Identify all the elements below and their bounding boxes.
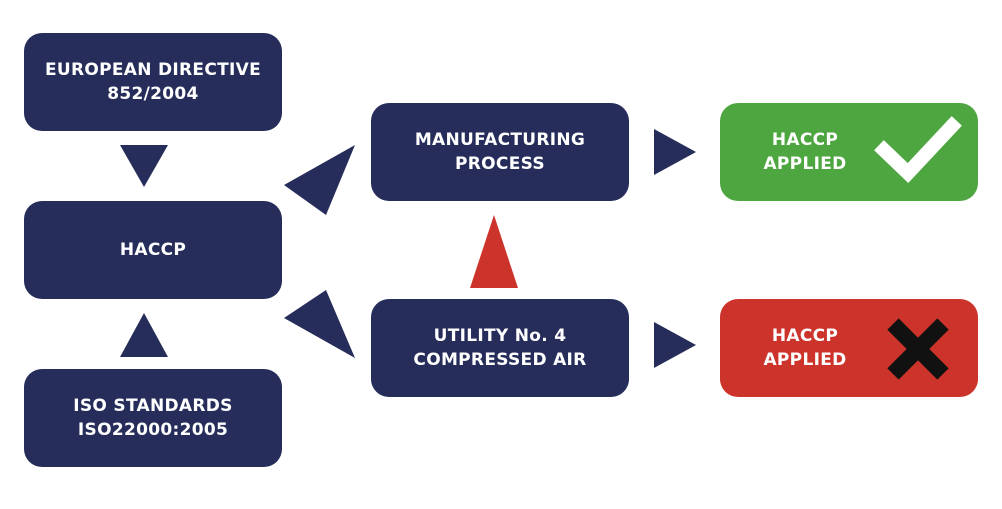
x-cross-icon bbox=[887, 318, 949, 380]
arrow-utility-to-applied bbox=[654, 322, 696, 368]
arrow-down-directive-to-haccp bbox=[120, 145, 168, 187]
manufacturing-process-line1: MANUFACTURING bbox=[414, 130, 586, 150]
arrow-manufacturing-to-haccp bbox=[284, 145, 355, 215]
arrow-manufacturing-to-applied bbox=[654, 129, 696, 175]
haccp-applied-no-line2: APPLIED bbox=[763, 350, 847, 370]
haccp-applied-no-line1: HACCP bbox=[771, 326, 839, 346]
haccp-box: HACCP bbox=[24, 201, 282, 299]
arrow-up-iso-to-haccp bbox=[120, 313, 168, 357]
haccp-label: HACCP bbox=[119, 240, 187, 260]
haccp-applied-yes-line2: APPLIED bbox=[763, 154, 847, 174]
iso-standards-box: ISO STANDARDS ISO22000:2005 bbox=[24, 369, 282, 467]
iso-standards-line2: ISO22000:2005 bbox=[77, 420, 229, 440]
european-directive-line2: 852/2004 bbox=[107, 84, 199, 104]
haccp-applied-yes-line1: HACCP bbox=[771, 130, 839, 150]
manufacturing-process-box: MANUFACTURING PROCESS bbox=[371, 103, 629, 201]
european-directive-line1: EUROPEAN DIRECTIVE bbox=[44, 60, 262, 80]
utility-compressed-air-line2: COMPRESSED AIR bbox=[413, 350, 587, 370]
check-icon bbox=[874, 116, 962, 183]
utility-compressed-air-box: UTILITY No. 4 COMPRESSED AIR bbox=[371, 299, 629, 397]
arrow-utility-to-haccp bbox=[284, 290, 355, 358]
manufacturing-process-line2: PROCESS bbox=[455, 154, 545, 174]
iso-standards-line1: ISO STANDARDS bbox=[73, 396, 233, 416]
european-directive-box: EUROPEAN DIRECTIVE 852/2004 bbox=[24, 33, 282, 131]
utility-compressed-air-line1: UTILITY No. 4 bbox=[433, 326, 567, 346]
arrow-utility-to-manufacturing bbox=[470, 215, 518, 288]
haccp-applied-no-box: HACCP APPLIED bbox=[720, 299, 978, 397]
